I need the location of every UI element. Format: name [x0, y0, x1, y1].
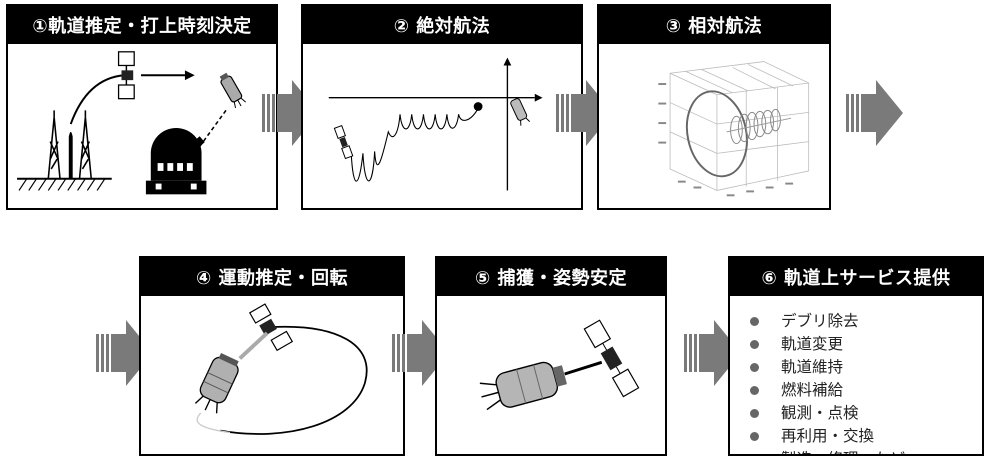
panel-capture-stabilization: ⑤ 捕獲・姿勢安定 — [435, 256, 667, 456]
list-item: 観測・点検 — [750, 402, 905, 425]
service-list: デブリ除去 軌道変更 軌道維持 燃料補給 観測・点検 再利用・交換 製造・修理 … — [730, 296, 982, 454]
panel-title: ①軌道推定・打上時刻決定 — [8, 6, 276, 44]
flow-arrow-2-icon — [556, 78, 614, 148]
panel-motion-estimation: ④ 運動推定・回転 — [139, 256, 405, 456]
service-label: デブリ除去 — [781, 312, 859, 330]
panel-title: ② 絶対航法 — [303, 6, 581, 44]
bullet-icon — [750, 363, 759, 372]
list-item: 軌道変更 — [750, 333, 905, 356]
panel-title: ⑥ 軌道上サービス提供 — [730, 258, 982, 296]
list-item: 軌道維持 — [750, 356, 905, 379]
panel-title: ④ 運動推定・回転 — [141, 258, 403, 296]
flow-arrow-6-icon — [684, 318, 742, 388]
list-item: 再利用・交換 — [750, 425, 905, 448]
bullet-icon — [750, 455, 759, 456]
flow-arrow-5-icon — [392, 318, 450, 388]
panel-on-orbit-services: ⑥ 軌道上サービス提供 デブリ除去 軌道変更 軌道維持 燃料補給 観測・点検 再… — [728, 256, 984, 456]
bullet-icon — [750, 340, 759, 349]
panel-title: ⑤ 捕獲・姿勢安定 — [437, 258, 665, 296]
panel-absolute-navigation: ② 絶対航法 — [301, 4, 583, 210]
service-label: 燃料補給 — [781, 381, 844, 399]
3d-orbit-plot-icon — [599, 44, 829, 208]
service-label: 製造・修理 など — [781, 448, 905, 454]
panel-relative-navigation: ③ 相対航法 — [597, 4, 831, 210]
panel-orbit-determination: ①軌道推定・打上時刻決定 — [6, 4, 278, 210]
bullet-icon — [750, 317, 759, 326]
flow-arrow-4-icon — [96, 318, 154, 388]
service-label: 軌道変更 — [781, 335, 844, 353]
flow-arrow-1-icon — [262, 78, 320, 148]
launch-pad-observatory-icon — [8, 44, 276, 208]
service-label: 軌道維持 — [781, 358, 844, 376]
approach-orbit-icon — [141, 296, 403, 454]
list-item: デブリ除去 — [750, 310, 905, 333]
list-item: 製造・修理 など — [750, 448, 905, 456]
service-label: 観測・点検 — [781, 404, 859, 422]
list-item: 燃料補給 — [750, 379, 905, 402]
capture-docking-icon — [437, 296, 665, 454]
panel-title: ③ 相対航法 — [599, 6, 829, 44]
service-label: 再利用・交換 — [781, 427, 875, 445]
bullet-icon — [750, 432, 759, 441]
spiral-trajectory-icon — [303, 44, 581, 208]
bullet-icon — [750, 386, 759, 395]
flow-arrow-3-icon — [846, 78, 904, 148]
service-list-items: デブリ除去 軌道変更 軌道維持 燃料補給 観測・点検 再利用・交換 製造・修理 … — [750, 310, 905, 456]
bullet-icon — [750, 409, 759, 418]
